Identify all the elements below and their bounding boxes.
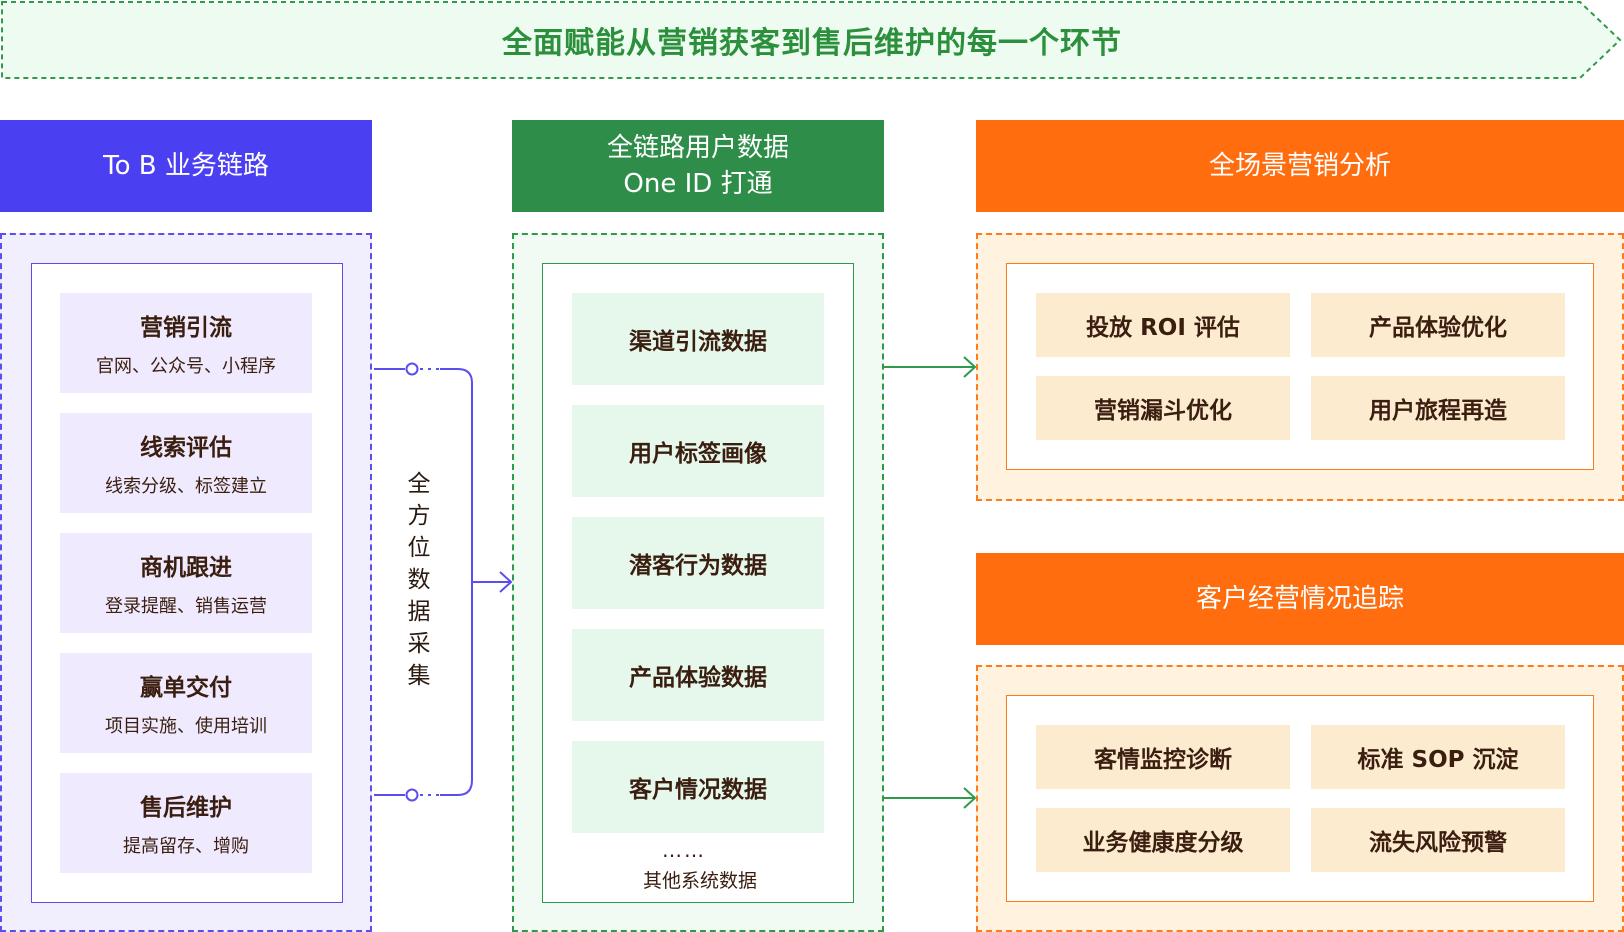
stage-title: 线索评估	[140, 435, 232, 461]
customer-tracking-header: 客户经营情况追踪	[976, 553, 1624, 645]
collection-bracket	[374, 362, 513, 802]
business-chain-header: To B 业务链路	[0, 120, 372, 212]
tracking-item-card: 业务健康度分级	[1036, 808, 1290, 872]
stage-desc: 项目实施、使用培训	[105, 716, 267, 737]
stage-card: 线索评估 线索分级、标签建立	[60, 413, 312, 513]
banner-title: 全面赋能从营销获客到售后维护的每一个环节	[502, 26, 1122, 61]
stage-desc: 提高留存、增购	[123, 836, 249, 857]
data-item-card: 渠道引流数据	[572, 293, 824, 385]
banner-arrow-outline	[1, 1, 1622, 79]
data-collection-label: 全方位数据采集	[407, 471, 431, 689]
analysis-item-card: 用户旅程再造	[1311, 376, 1565, 440]
other-system-data-label: 其他系统数据	[642, 870, 757, 892]
stage-title: 赢单交付	[140, 675, 232, 701]
marketing-analysis-header-label: 全场景营销分析	[1208, 151, 1391, 181]
stage-desc: 线索分级、标签建立	[105, 476, 267, 497]
analysis-item-card: 营销漏斗优化	[1036, 376, 1290, 440]
more-data-ellipsis: ……	[662, 838, 706, 862]
business-chain-header-label: To B 业务链路	[103, 151, 269, 181]
tracking-item-card: 流失风险预警	[1311, 808, 1565, 872]
tracking-item-card: 客情监控诊断	[1036, 725, 1290, 789]
user-data-header: 全链路用户数据 One ID 打通	[512, 120, 884, 212]
data-item-card: 产品体验数据	[572, 629, 824, 721]
stage-card: 营销引流 官网、公众号、小程序	[60, 293, 312, 393]
tracking-arrow	[884, 787, 977, 809]
stage-title: 营销引流	[140, 315, 232, 341]
customer-tracking-header-label: 客户经营情况追踪	[1195, 584, 1404, 614]
analysis-arrow	[884, 356, 977, 378]
data-item-card: 客户情况数据	[572, 741, 824, 833]
stage-card: 赢单交付 项目实施、使用培训	[60, 653, 312, 753]
analysis-item-card: 产品体验优化	[1311, 293, 1565, 357]
stage-title: 商机跟进	[140, 555, 232, 581]
stage-card: 售后维护 提高留存、增购	[60, 773, 312, 873]
stage-desc: 登录提醒、销售运营	[105, 596, 267, 617]
data-item-card: 潜客行为数据	[572, 517, 824, 609]
stage-desc: 官网、公众号、小程序	[96, 356, 276, 377]
tracking-item-card: 标准 SOP 沉淀	[1311, 725, 1565, 789]
user-data-header-line2: One ID 打通	[623, 169, 773, 199]
stage-card: 商机跟进 登录提醒、销售运营	[60, 533, 312, 633]
data-item-card: 用户标签画像	[572, 405, 824, 497]
user-data-header-line1: 全链路用户数据	[606, 133, 789, 163]
analysis-item-card: 投放 ROI 评估	[1036, 293, 1290, 357]
marketing-analysis-header: 全场景营销分析	[976, 120, 1624, 212]
stage-title: 售后维护	[140, 795, 232, 821]
